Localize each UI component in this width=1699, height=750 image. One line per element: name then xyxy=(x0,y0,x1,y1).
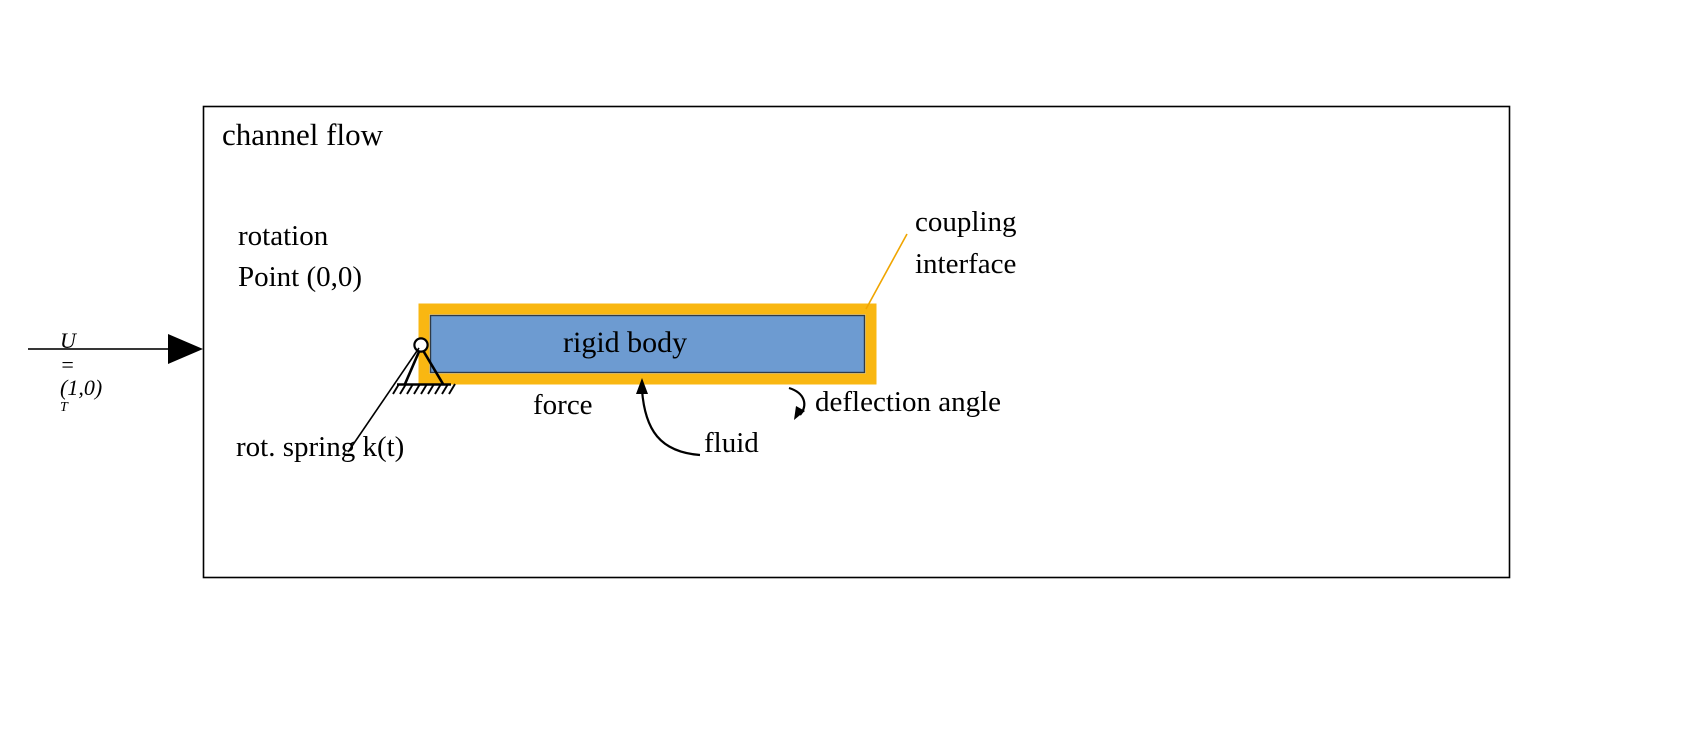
velocity-equals: = xyxy=(60,351,75,377)
deflection-angle-arrow xyxy=(788,386,806,420)
fluid-label: fluid xyxy=(704,427,759,459)
velocity-symbol: U xyxy=(60,327,76,353)
rot-spring-leader-line xyxy=(347,347,420,453)
coupling-interface-label-line1: coupling xyxy=(915,206,1017,238)
force-arrow xyxy=(636,378,701,457)
channel-flow-label: channel flow xyxy=(222,117,383,152)
coupling-leader-line xyxy=(865,233,908,310)
coupling-interface-label-line2: interface xyxy=(915,248,1017,280)
rotation-label-line1: rotation xyxy=(238,220,329,252)
rigid-body-label: rigid body xyxy=(563,326,688,359)
rotation-point-label-line2: Point (0,0) xyxy=(238,261,363,293)
force-label: force xyxy=(533,389,593,421)
rotation-point-joint xyxy=(413,337,429,353)
velocity-value: (1,0) xyxy=(60,375,103,401)
inlet-velocity-arrow xyxy=(28,334,203,364)
rigid-body-shape xyxy=(429,314,866,374)
channel-frame xyxy=(202,105,1511,579)
deflection-angle-label: deflection angle xyxy=(815,386,1001,418)
inlet-velocity-label: U = (1,0) T xyxy=(38,305,102,448)
velocity-transpose-superscript: T xyxy=(60,400,68,415)
rotational-spring-label: rot. spring k(t) xyxy=(236,431,405,463)
pin-support xyxy=(392,337,456,395)
